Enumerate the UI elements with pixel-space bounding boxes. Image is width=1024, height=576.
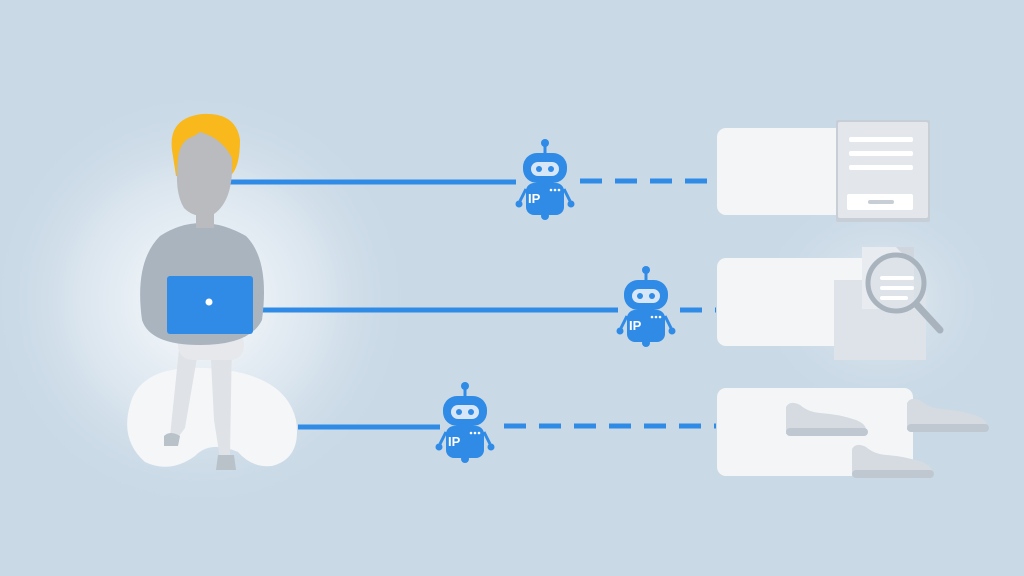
target-card-sneakers xyxy=(717,388,989,478)
person-legs xyxy=(170,340,232,458)
target-card-search xyxy=(717,247,944,360)
robot-ip-label: IP xyxy=(448,434,461,449)
robot-2: IP xyxy=(615,264,677,349)
person-face xyxy=(176,132,233,216)
connections xyxy=(230,178,716,430)
web-form-icon xyxy=(836,120,930,222)
robot-ip-label: IP xyxy=(629,318,642,333)
robot-3: IP xyxy=(434,380,496,465)
search-magnifier-icon xyxy=(834,247,944,360)
robot-1: IP xyxy=(514,137,576,222)
person-with-laptop xyxy=(140,113,264,470)
robot-ip-label: IP xyxy=(528,191,541,206)
target-card-web-form xyxy=(717,120,930,222)
